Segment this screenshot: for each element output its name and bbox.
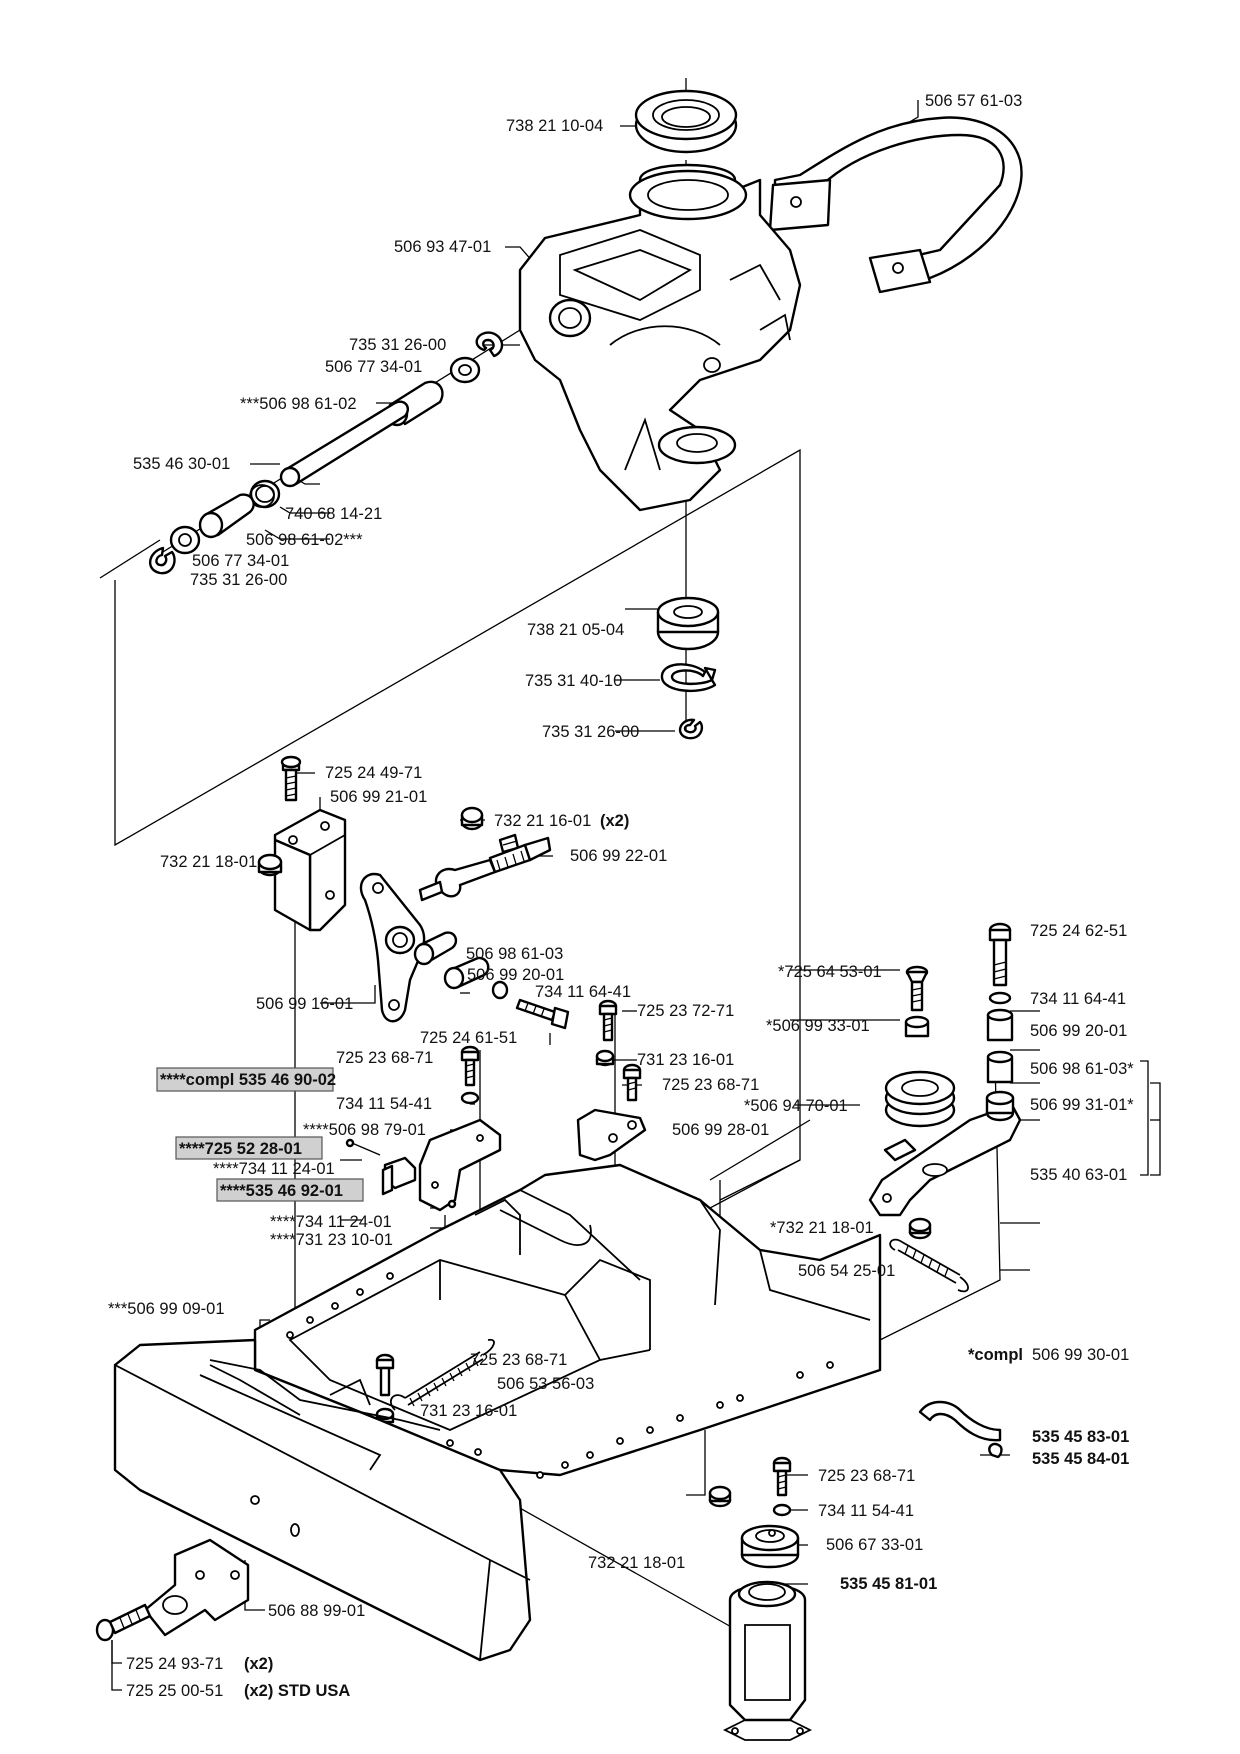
label-506-93-47-01: 506 93 47-01: [394, 238, 491, 256]
label-506-53-56-03: 506 53 56-03: [497, 1375, 594, 1393]
pin-group: [149, 331, 504, 575]
circlip-small: [678, 718, 704, 740]
label-734-11-64-41-b: 734 11 64-41: [1030, 990, 1126, 1008]
label-725-25-00-51: 725 25 00-51: [126, 1682, 223, 1700]
label-506-98-79-01: ****506 98 79-01: [303, 1121, 426, 1139]
label-506-88-99-01: 506 88 99-01: [268, 1602, 365, 1620]
label-725-23-68-71-c: 725 23 68-71: [470, 1351, 567, 1369]
label-535-45-81-01: 535 45 81-01: [840, 1575, 937, 1593]
label-734-11-54-41-b: 734 11 54-41: [818, 1502, 914, 1520]
label-725-24-49-71: 725 24 49-71: [325, 764, 422, 782]
highlight-535-46-92-01: [216, 1178, 364, 1202]
label-725-23-72-71: 725 23 72-71: [637, 1002, 734, 1020]
front-bumper: [113, 1338, 532, 1662]
label-506-98-61-03: 506 98 61-03: [466, 945, 563, 963]
label-725-23-68-71-a: 725 23 68-71: [336, 1049, 433, 1067]
label-535-45-84-01: 535 45 84-01: [1032, 1450, 1129, 1468]
highlight-725-52-28-01: [175, 1136, 323, 1160]
label-740-68-14-21: 740 68 14-21: [285, 505, 382, 523]
label-725-24-93-71-qty: (x2): [244, 1655, 273, 1673]
label-725-23-68-71-b: 725 23 68-71: [662, 1076, 759, 1094]
highlight-compl-535-46-90-02: [156, 1067, 334, 1092]
label-734-11-64-41-a: 734 11 64-41: [535, 983, 631, 1001]
label-735-31-40-10: 735 31 40-10: [525, 672, 622, 690]
label-732-21-18-01-c: 732 21 18-01: [588, 1554, 685, 1572]
label-535-45-83-01: 535 45 83-01: [1032, 1428, 1129, 1446]
top-bearing: [634, 89, 738, 154]
label-506-54-25-01: 506 54 25-01: [798, 1262, 895, 1280]
label-506-99-20-01-b: 506 99 20-01: [1030, 1022, 1127, 1040]
label-506-57-61-03: 506 57 61-03: [925, 92, 1022, 110]
label-506-98-61-02-b: 506 98 61-02***: [246, 531, 363, 549]
label-506-77-34-01-b: 506 77 34-01: [192, 552, 289, 570]
label-735-31-26-00-c: 735 31 26-00: [542, 723, 639, 741]
spring-frame: [390, 1338, 495, 1411]
label-535-40-63-01: 535 40 63-01: [1030, 1166, 1127, 1184]
label-506-99-33-01: *506 99 33-01: [766, 1017, 870, 1035]
label-738-21-10-04: 738 21 10-04: [506, 117, 603, 135]
label-506-99-22-01: 506 99 22-01: [570, 847, 667, 865]
label-732-21-16-01: 732 21 16-01: [494, 812, 591, 830]
bumper-bracket: [95, 1538, 250, 1642]
label-725-24-93-71: 725 24 93-71: [126, 1655, 223, 1673]
label-725-24-62-51: 725 24 62-51: [1030, 922, 1127, 940]
label-731-23-16-01-b: 731 23 16-01: [420, 1402, 517, 1420]
label-506-99-21-01: 506 99 21-01: [330, 788, 427, 806]
pedal-assembly: [868, 922, 1022, 1293]
label-535-46-92-01: ****535 46 92-01: [220, 1182, 343, 1200]
pedal-bracket: [576, 999, 647, 1162]
label-506-99-31-01: 506 99 31-01*: [1030, 1096, 1134, 1114]
label-compl-535-46-90-02: ****compl 535 46 90-02: [160, 1071, 336, 1089]
label-506-99-20-01-a: 506 99 20-01: [467, 966, 564, 984]
label-734-11-24-01-b: ****734 11 24-01: [270, 1213, 392, 1231]
label-725-24-61-51: 725 24 61-51: [420, 1029, 517, 1047]
label-725-64-53-01: *725 64 53-01: [778, 963, 882, 981]
hose: [918, 1400, 1003, 1459]
label-732-21-16-01-qty: (x2): [600, 812, 629, 830]
label-506-99-16-01: 506 99 16-01: [256, 995, 353, 1013]
label-506-67-33-01: 506 67 33-01: [826, 1536, 923, 1554]
label-734-11-24-01-a: ****734 11 24-01: [213, 1160, 335, 1178]
label-506-77-34-01-a: 506 77 34-01: [325, 358, 422, 376]
lower-bearing: [656, 596, 720, 651]
label-506-98-61-02-a: ***506 98 61-02: [240, 395, 357, 413]
label-725-52-28-01: ****725 52 28-01: [179, 1140, 302, 1158]
label-506-99-09-01: ***506 99 09-01: [108, 1300, 225, 1318]
steering-housing: [518, 163, 802, 512]
label-compl: *compl: [968, 1346, 1023, 1364]
label-734-11-54-41-a: 734 11 54-41: [336, 1095, 432, 1113]
tank-assembly: [722, 1456, 813, 1741]
label-506-99-28-01: 506 99 28-01: [672, 1121, 769, 1139]
label-738-21-05-04: 738 21 05-04: [527, 621, 624, 639]
label-725-25-00-51-note: (x2) STD USA: [244, 1682, 350, 1700]
label-735-31-26-00-a: 735 31 26-00: [349, 336, 446, 354]
label-732-21-18-01-b: *732 21 18-01: [770, 1219, 874, 1237]
label-732-21-18-01-a: 732 21 18-01: [160, 853, 257, 871]
label-535-46-30-01: 535 46 30-01: [133, 455, 230, 473]
clamp-strap: [768, 116, 1023, 294]
frame-nut: [708, 1485, 732, 1508]
bracket-assembly: [257, 755, 570, 1030]
circlip-large: [660, 663, 717, 693]
label-506-94-70-01: *506 94 70-01: [744, 1097, 848, 1115]
label-725-23-68-71-d: 725 23 68-71: [818, 1467, 915, 1485]
label-731-23-10-01: ****731 23 10-01: [270, 1231, 393, 1249]
part-labels: 738 21 10-04 506 57 61-03 506 93 47-01 7…: [108, 92, 1134, 1700]
label-735-31-26-00-b: 735 31 26-00: [190, 571, 287, 589]
label-731-23-16-01-a: 731 23 16-01: [637, 1051, 734, 1069]
label-506-99-30-01: 506 99 30-01: [1032, 1346, 1129, 1364]
label-506-98-61-03-b: 506 98 61-03*: [1030, 1060, 1134, 1078]
group-brace: [1140, 1060, 1149, 1176]
switch-bracket: [345, 1045, 502, 1212]
